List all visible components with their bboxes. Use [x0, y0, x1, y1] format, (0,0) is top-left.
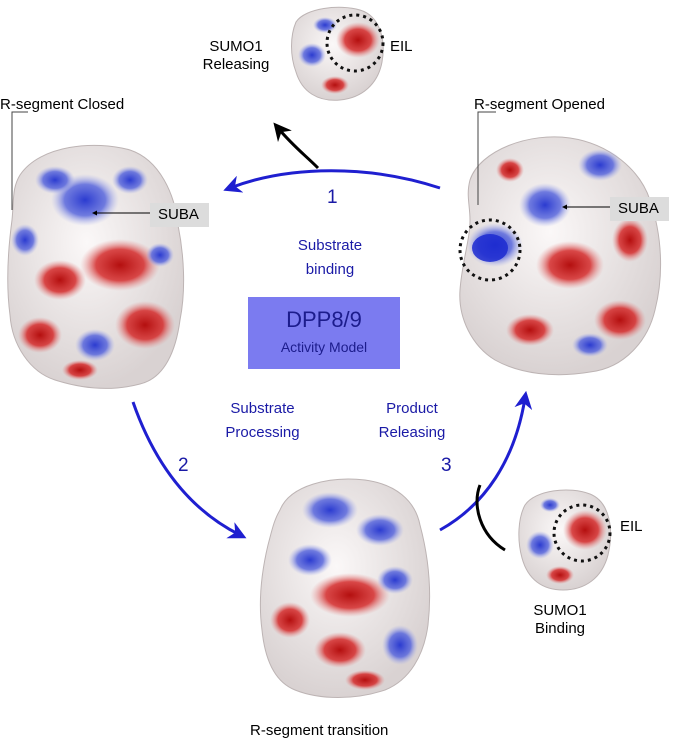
sumo-binding-line2: Binding: [534, 620, 586, 637]
model-subtitle: Activity Model: [280, 339, 368, 355]
protein-opened-surface: [459, 136, 662, 376]
sumo-binding-line1: SUMO1: [533, 602, 587, 619]
opened-label-bracket: [477, 111, 496, 205]
step2-label: Substrate Processing: [210, 400, 315, 442]
sumo-release-arrow: [273, 122, 320, 170]
step3-label: Product Releasing: [362, 400, 462, 442]
sumo-release-label: SUMO1 Releasing: [196, 38, 276, 74]
sumo-release-eil-label: EIL: [390, 38, 413, 55]
closed-suba-tag: SUBA: [150, 203, 209, 227]
step2-number: 2: [178, 455, 189, 476]
opened-state-label: R-segment Opened: [474, 96, 605, 113]
model-title: DPP8/9: [286, 307, 362, 332]
step3-number: 3: [441, 455, 452, 476]
transition-state-label: R-segment transition: [250, 722, 389, 739]
step1-line2: binding: [305, 261, 355, 278]
step1-line1: Substrate: [297, 237, 363, 254]
step1-number: 1: [327, 187, 338, 208]
step3-line1: Product: [386, 400, 438, 417]
step2-line2: Processing: [225, 424, 300, 441]
sumo-binding-arrow: [475, 484, 506, 552]
opened-suba-tag: SUBA: [610, 197, 669, 221]
step2-line1: Substrate: [230, 400, 295, 417]
sumo-binding-label: SUMO1 Binding: [520, 602, 600, 638]
sumo1-binding-surface: [518, 489, 611, 591]
sumo-release-eil-circle: [325, 13, 385, 73]
sumo-binding-eil-label: EIL: [620, 518, 643, 535]
step1-label: Substrate binding: [275, 237, 385, 279]
step3-arrow: [439, 390, 533, 532]
sumo-release-line1: SUMO1: [209, 38, 263, 55]
sumo-binding-eil-circle: [552, 503, 612, 563]
activity-model-box: DPP8/9 Activity Model: [248, 297, 400, 369]
protein-closed-surface: [7, 144, 185, 389]
protein-transition-surface: [259, 478, 431, 698]
closed-label-bracket: [11, 111, 28, 210]
step2-arrow: [131, 401, 247, 539]
sumo1-releasing-surface: [291, 6, 384, 101]
closed-state-label: R-segment Closed: [0, 96, 125, 113]
step3-line2: Releasing: [378, 424, 446, 441]
step1-arrow: [223, 169, 441, 193]
opened-highlight-circle: [458, 218, 522, 282]
sumo-release-line2: Releasing: [202, 56, 270, 73]
